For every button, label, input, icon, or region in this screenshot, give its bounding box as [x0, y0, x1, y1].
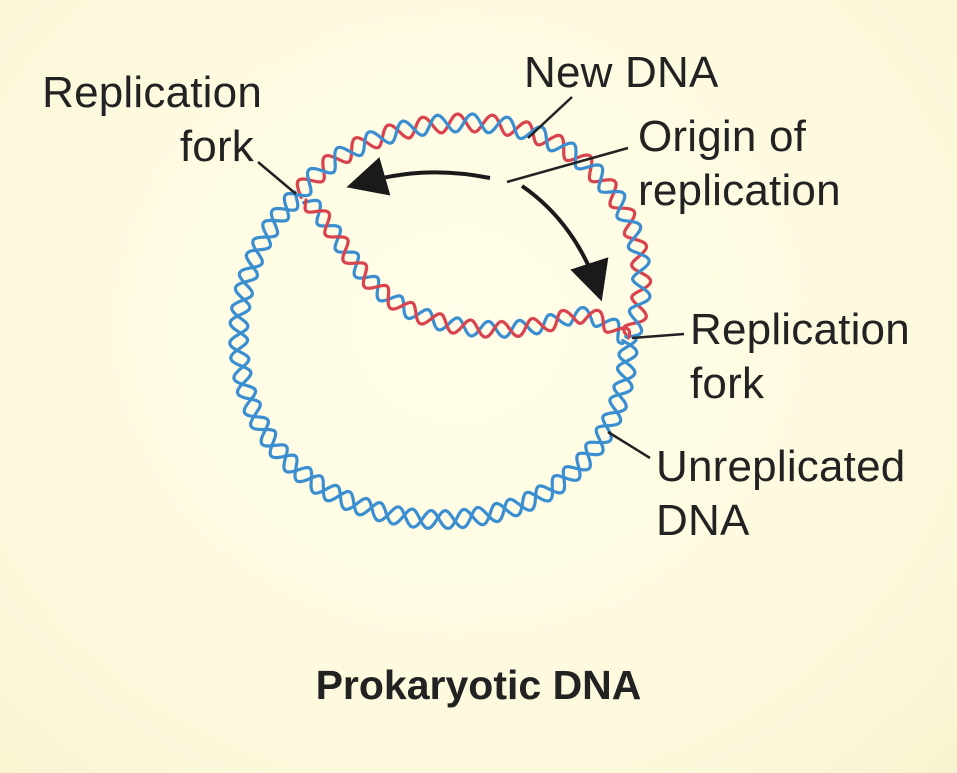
label-replication-fork-right: Replication fork — [690, 303, 910, 411]
label-new-dna: New DNA — [524, 46, 719, 100]
replication-arrow-left — [358, 172, 490, 184]
outer-replicated-helix-strand-b — [297, 114, 650, 338]
label-unreplicated-dna: Unreplicated DNA — [656, 440, 905, 548]
label-origin-of-replication: Origin of replication — [638, 110, 841, 218]
leader-line-new-dna — [528, 97, 572, 138]
inner-replicated-helix-strand-b — [304, 200, 623, 343]
leader-line-unreplicated — [608, 432, 650, 458]
leader-line-origin — [507, 148, 628, 182]
dna-helix-group — [230, 114, 651, 529]
diagram-caption: Prokaryotic DNA — [0, 662, 957, 709]
replication-arrow-right — [522, 186, 598, 290]
leader-line-fork-left — [258, 162, 296, 194]
label-replication-fork-left: Replication fork — [30, 66, 262, 174]
